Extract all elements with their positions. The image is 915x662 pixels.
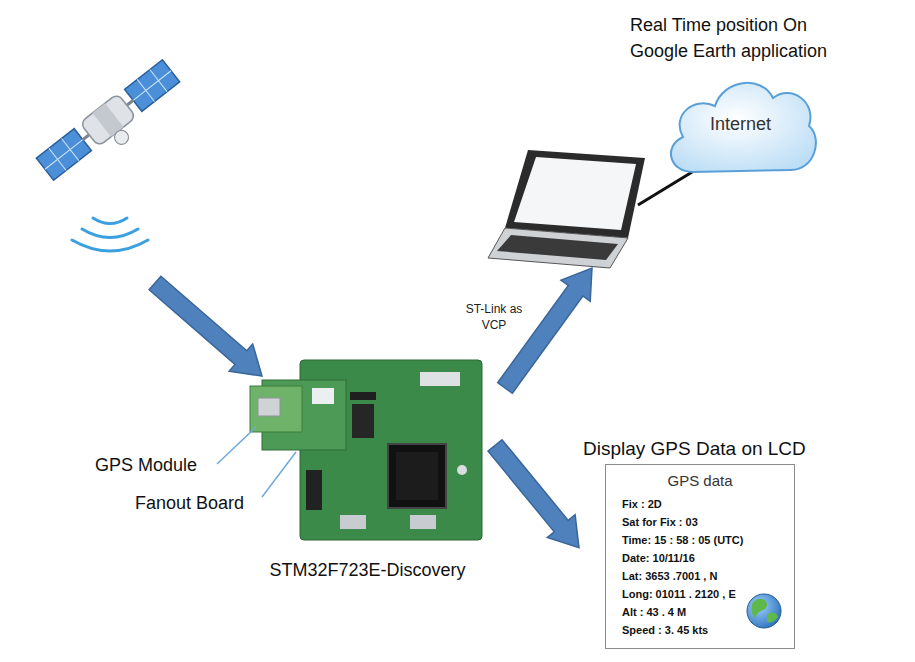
signal-arrow — [149, 276, 262, 376]
gps-field: Lat: 3653 .7001 , N — [622, 570, 717, 583]
leader-line — [217, 427, 256, 464]
satellite-icon — [36, 59, 189, 192]
discovery-board-photo — [250, 360, 482, 540]
globe-icon — [747, 594, 781, 628]
annotation-label: Fanout Board — [135, 493, 244, 514]
gps-field: Speed : 3. 45 kts — [622, 624, 708, 637]
diagram-node: Display GPS Data on LCD GPS dataFix : 2D S… — [583, 438, 806, 649]
lcd-heading: Display GPS Data on LCD — [583, 438, 806, 460]
diagram-node: Real Time position On Google Earth appli… — [628, 12, 873, 182]
lcd-screen: GPS dataFix : 2D Sat for Fix : 03 Time: 15… — [605, 464, 795, 649]
board-caption: STM32F723E-Discovery — [250, 560, 485, 581]
gps-field: Time: 15 : 58 : 05 (UTC) — [622, 534, 743, 547]
flow-arrow — [488, 440, 579, 548]
signal-waves — [72, 218, 148, 251]
cloud-label: Internet — [663, 114, 818, 135]
gps-field: Fix : 2D — [622, 498, 662, 511]
gps-field: Sat for Fix : 03 — [622, 516, 698, 529]
lcd-title: GPS data — [616, 472, 784, 489]
annotation-label: ST-Link as VCP — [460, 302, 528, 333]
laptop-icon — [488, 150, 645, 268]
gps-field: Alt : 43 . 4 M — [622, 606, 686, 619]
annotation-label: GPS Module — [95, 455, 197, 476]
diagram-node: STM32F723E-Discovery — [250, 355, 485, 581]
gps-field: Long: 01011 . 2120 , E — [622, 588, 736, 601]
leader-line — [262, 452, 296, 497]
cloud-heading: Real Time position On Google Earth appli… — [630, 12, 862, 64]
gps-field: Date: 10/11/16 — [622, 552, 695, 565]
